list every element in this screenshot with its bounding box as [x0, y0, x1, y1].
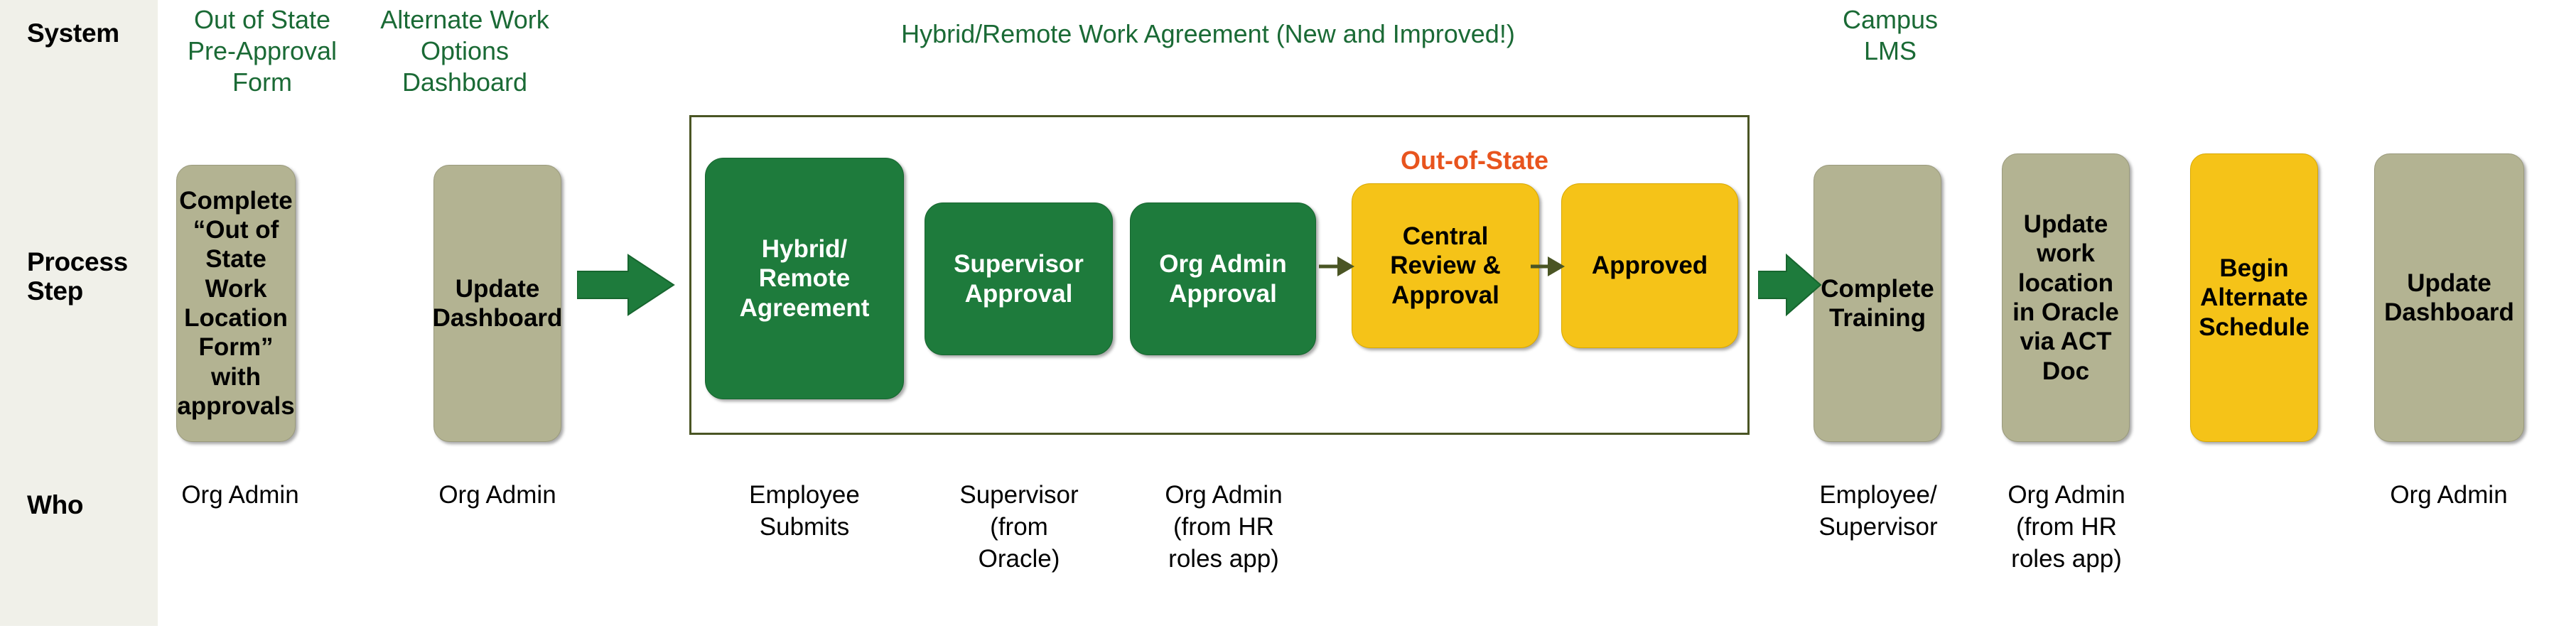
who-line: (from HR — [1173, 512, 1274, 541]
system-label-hybrid-remote-work-agreement: Hybrid/Remote Work Agreement (New and Im… — [711, 18, 1705, 50]
who-org-admin-3: Org Admin — [2378, 480, 2520, 512]
who-employee-submits: Employee Submits — [704, 480, 905, 544]
process-step-complete-training[interactable]: Complete Training — [1814, 165, 1941, 442]
process-step-line: Dashboard — [432, 304, 563, 332]
who-org-admin-from-hr-roles-app-2: Org Admin (from HR roles app) — [1994, 480, 2139, 575]
system-label-campus-lms: Campus LMS — [1805, 4, 1976, 67]
who-line: Employee/ — [1819, 481, 1937, 509]
process-step-hybrid-remote-agreement[interactable]: Hybrid/ Remote Agreement — [705, 158, 904, 399]
who-line: Submits — [759, 512, 850, 541]
process-step-line: Work — [205, 274, 267, 303]
who-line: Supervisor — [959, 481, 1079, 509]
process-step-line: Doc — [2042, 357, 2090, 385]
process-step-line: Hybrid/ — [761, 235, 848, 264]
process-step-line: Review & — [1390, 252, 1501, 280]
process-step-line: location — [2017, 269, 2114, 297]
process-step-line: Approval — [1391, 281, 1499, 309]
process-step-line: in Oracle — [2012, 298, 2119, 326]
system-label-line: Dashboard — [402, 67, 528, 97]
system-label-line: Hybrid/Remote Work Agreement (New and Im… — [901, 19, 1515, 48]
process-step-line: Approval — [1169, 279, 1277, 308]
who-line: Employee — [749, 481, 860, 509]
process-step-line: Training — [1828, 304, 1926, 332]
system-label-line: Options — [420, 36, 510, 65]
who-line: Supervisor — [1818, 512, 1938, 541]
process-step-begin-alternate-schedule[interactable]: Begin Alternate Schedule — [2190, 153, 2318, 442]
system-label-line: LMS — [1863, 36, 1917, 65]
hybrid-remote-agreement-group-container — [689, 115, 1750, 435]
process-step-line: Begin — [2219, 254, 2289, 283]
process-step-line: Supervisor — [954, 250, 1084, 279]
process-step-line: Schedule — [2199, 313, 2310, 341]
system-label-out-of-state-pre-approval-form: Out of State Pre-Approval Form — [175, 4, 350, 98]
annotation-out-of-state: Out-of-State — [1357, 146, 1592, 175]
who-line: roles app) — [1168, 544, 1279, 573]
process-step-line: Update — [455, 274, 540, 303]
process-step-line: Remote — [758, 264, 851, 293]
process-step-line: approvals — [177, 391, 295, 420]
process-step-central-review-and-approval[interactable]: Central Review & Approval — [1352, 183, 1539, 348]
who-line: roles app) — [2011, 544, 2122, 573]
arrow-org-admin-to-central-icon — [1319, 256, 1354, 276]
row-label-who-text: Who — [27, 490, 84, 519]
process-step-line: work — [2037, 239, 2095, 268]
process-step-line: Central — [1402, 222, 1489, 251]
process-step-line: via ACT — [2020, 328, 2112, 356]
process-step-org-admin-approval[interactable]: Org Admin Approval — [1130, 202, 1316, 355]
process-step-line: Approved — [1591, 252, 1708, 280]
who-line: (from — [990, 512, 1048, 541]
arrow-out-to-training-icon — [1758, 253, 1822, 317]
process-step-line: Update — [2023, 210, 2108, 239]
who-org-admin-from-hr-roles-app-1: Org Admin (from HR roles app) — [1130, 480, 1317, 575]
system-label-line: Alternate Work — [380, 5, 549, 34]
process-step-line: Agreement — [739, 293, 870, 322]
process-step-line: Complete — [1821, 274, 1934, 303]
who-line: (from HR — [2016, 512, 2117, 541]
process-step-approved[interactable]: Approved — [1561, 183, 1738, 348]
row-label-process-step: Process Step — [27, 247, 128, 306]
system-label-line: Pre-Approval — [187, 36, 338, 65]
process-step-line: Alternate — [2200, 283, 2308, 312]
who-supervisor-from-oracle: Supervisor (from Oracle) — [925, 480, 1113, 575]
row-label-who: Who — [27, 490, 84, 519]
who-org-admin-1: Org Admin — [176, 480, 304, 512]
row-label-system: System — [27, 18, 119, 48]
process-step-line: Dashboard — [2384, 298, 2514, 326]
row-label-process-line2: Step — [27, 276, 83, 306]
who-line: Oracle) — [978, 544, 1060, 573]
system-label-alternate-work-options-dashboard: Alternate Work Options Dashboard — [367, 4, 563, 98]
process-step-supervisor-approval[interactable]: Supervisor Approval — [925, 202, 1113, 355]
arrow-into-agreement-icon — [577, 254, 675, 316]
process-step-update-work-location-in-oracle-via-act-doc[interactable]: Update work location in Oracle via ACT D… — [2002, 153, 2130, 442]
system-label-line: Out of State — [193, 5, 331, 34]
who-line: Org Admin — [181, 481, 299, 509]
row-label-system-text: System — [27, 18, 119, 48]
system-label-line: Campus — [1842, 5, 1939, 34]
process-step-line: Complete — [179, 186, 293, 215]
system-label-line: Form — [232, 67, 292, 97]
process-step-line: Update — [2407, 269, 2491, 297]
process-step-line: Form” with — [198, 333, 274, 391]
process-step-line: Location — [184, 304, 288, 332]
row-label-process-line1: Process — [27, 247, 128, 276]
process-step-line: Approval — [964, 279, 1073, 308]
process-step-update-dashboard-1[interactable]: Update Dashboard — [432, 165, 563, 442]
process-step-line: Org Admin — [1159, 250, 1287, 279]
process-step-update-dashboard-2[interactable]: Update Dashboard — [2374, 153, 2524, 442]
who-employee-supervisor: Employee/ Supervisor — [1805, 480, 1951, 544]
who-line: Org Admin — [2008, 481, 2125, 509]
process-step-line: “Out of State — [193, 216, 279, 274]
who-org-admin-2: Org Admin — [432, 480, 563, 512]
process-step-complete-out-of-state-work-location-form[interactable]: Complete “Out of State Work Location For… — [176, 165, 296, 442]
arrow-central-to-approved-icon — [1531, 256, 1565, 276]
who-line: Org Admin — [1165, 481, 1283, 509]
who-line: Org Admin — [438, 481, 556, 509]
who-line: Org Admin — [2390, 481, 2508, 509]
row-label-column — [0, 0, 158, 626]
annotation-text: Out-of-State — [1401, 146, 1548, 175]
